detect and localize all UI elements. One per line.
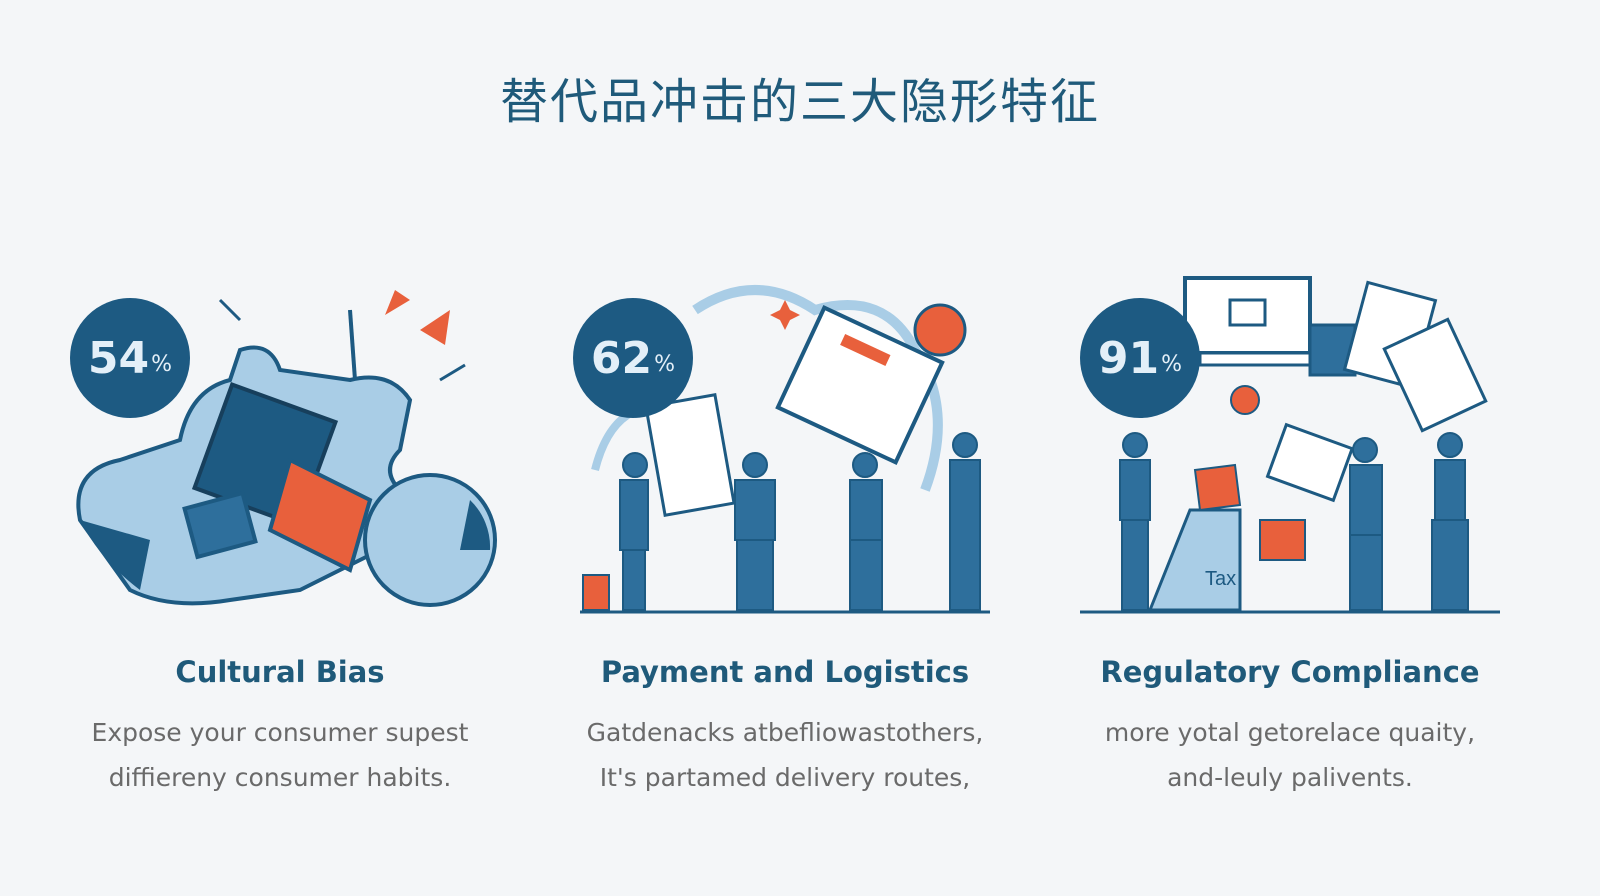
card-heading: Cultural Bias bbox=[175, 655, 385, 689]
description-line: Expose your consumer supest bbox=[91, 718, 469, 747]
percentage-unit: % bbox=[1161, 351, 1183, 377]
percentage-badge: 91% bbox=[1080, 298, 1200, 418]
puzzle-pieces-illustration bbox=[76, 290, 497, 607]
percentage-badge: 54% bbox=[70, 298, 190, 418]
percentage-value: 54 bbox=[87, 332, 150, 384]
card-heading: Payment and Logistics bbox=[600, 655, 970, 689]
percentage-badge: 62% bbox=[573, 298, 693, 418]
percentage-unit: % bbox=[654, 351, 676, 377]
description-line: more yotal getorelace quaity, bbox=[1104, 718, 1476, 747]
percentage-value: 62 bbox=[590, 332, 653, 384]
page-title: 替代品冲击的三大隐形特征 bbox=[499, 74, 1100, 130]
card-description: Gatdenacks atbefliowastothers, It's part… bbox=[555, 710, 1015, 800]
tax-compliance-illustration: Tax bbox=[1080, 276, 1500, 614]
card-description: Expose your consumer supest diffiereny c… bbox=[50, 710, 510, 800]
percentage-unit: % bbox=[151, 351, 173, 377]
people-documents-illustration bbox=[580, 285, 990, 614]
description-line: Gatdenacks atbefliowastothers, bbox=[586, 718, 984, 747]
card-description: more yotal getorelace quaity, and-leuly … bbox=[1060, 710, 1520, 800]
description-line: diffiereny consumer habits. bbox=[108, 763, 452, 792]
percentage-value: 91 bbox=[1097, 332, 1160, 384]
card-heading: Regulatory Compliance bbox=[1100, 655, 1480, 689]
tax-label: Tax bbox=[1205, 568, 1236, 590]
description-line: and-leuly palivents. bbox=[1167, 763, 1413, 792]
description-line: It's partamed delivery routes, bbox=[599, 763, 971, 792]
